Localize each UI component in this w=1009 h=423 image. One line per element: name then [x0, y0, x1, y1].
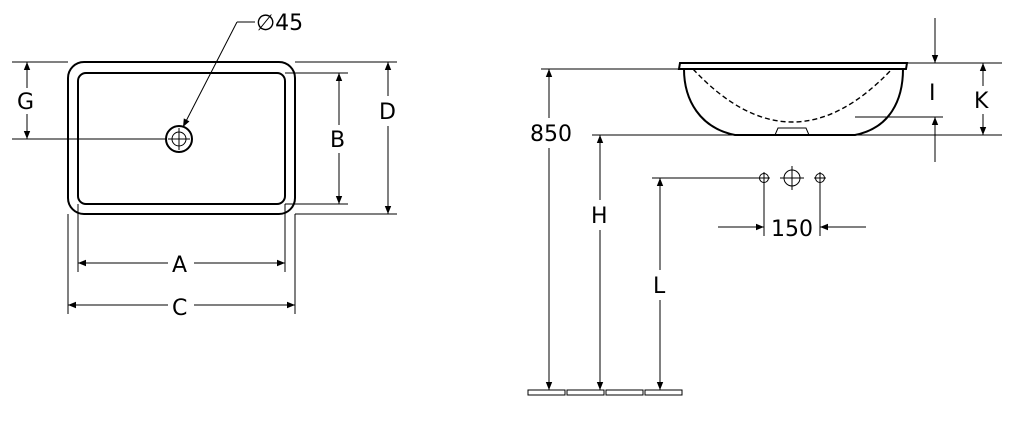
dim-i-label: I: [929, 81, 936, 106]
basin-drain-outlet: [774, 127, 810, 136]
side-view: 850 H L 150: [527, 18, 1002, 396]
tap-hole-right-icon: [814, 172, 826, 184]
dim-d-label: D: [379, 100, 396, 125]
basin-internal-dashed: [692, 68, 893, 123]
top-view: ∅45 G B D A C: [12, 11, 402, 321]
tap-hole-center-icon: [780, 166, 804, 190]
dim-c-label: C: [172, 296, 187, 321]
dim-k-label: K: [974, 89, 989, 114]
drain-leader-arrow: [182, 21, 238, 128]
dim-h-label: H: [591, 204, 608, 229]
basin-bowl: [683, 68, 904, 136]
tap-hole-left-icon: [758, 172, 770, 184]
floor: [527, 389, 683, 396]
basin-rim: [677, 62, 909, 70]
drain-diameter-label: ∅45: [256, 11, 303, 36]
dim-850-label: 850: [530, 122, 572, 147]
basin-outer-outline: [67, 61, 296, 215]
dim-150-label: 150: [771, 217, 813, 242]
dim-a-label: A: [172, 253, 187, 278]
drain-icon: [165, 125, 193, 153]
dim-b-label: B: [330, 128, 345, 153]
dim-g-label: G: [17, 90, 34, 115]
dim-l-label: L: [653, 274, 666, 299]
